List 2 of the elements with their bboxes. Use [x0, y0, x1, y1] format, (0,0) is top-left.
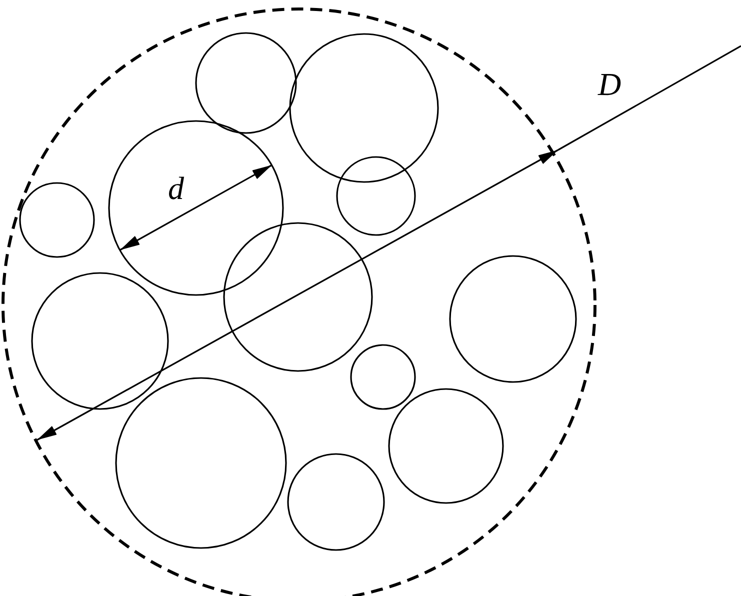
dimension-label: d — [168, 172, 184, 204]
dimension-label: D — [598, 68, 622, 100]
